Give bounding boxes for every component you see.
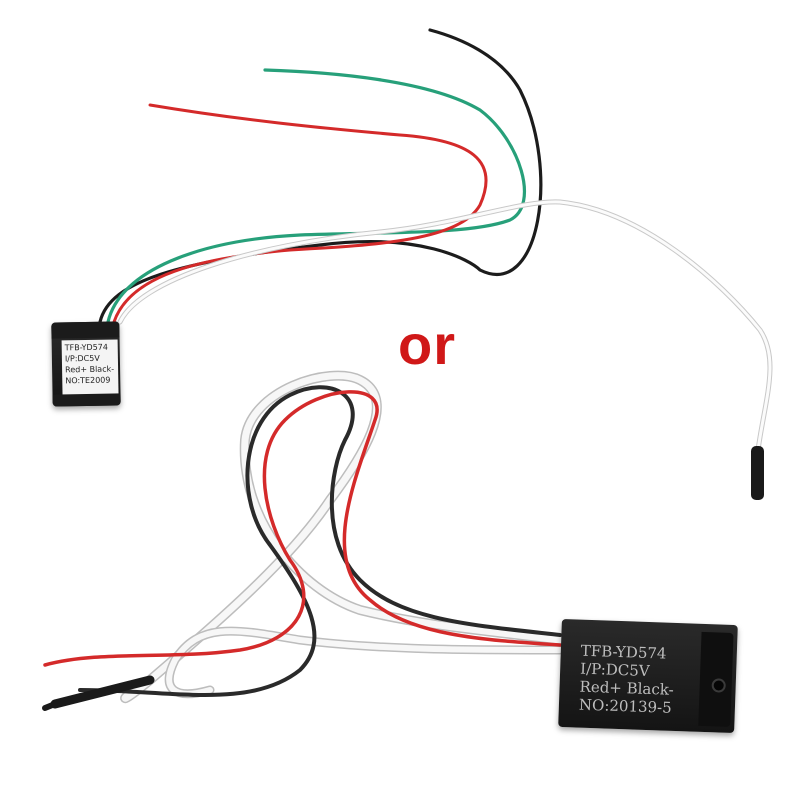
top-module-cap (51, 321, 120, 339)
bottom-module: TFB-YD574 I/P:DC5V Red+ Black- NO:20139-… (558, 618, 738, 734)
top-module-base (52, 393, 121, 407)
top-red-wire (112, 103, 488, 324)
bottom-module-label: TFB-YD574 I/P:DC5V Red+ Black- NO:20139-… (579, 642, 676, 717)
top-white-wire (118, 200, 772, 452)
top-wire-bundle (98, 28, 773, 500)
top-module-label-line: I/P:DC5V (64, 353, 100, 364)
top-sensor-tip (751, 446, 764, 500)
top-module-label-line: NO:TE2009 (65, 375, 111, 386)
top-module-label: TFB-YD574 I/P:DC5V Red+ Black- NO:TE2009 (61, 339, 119, 397)
bottom-red-wire (43, 390, 562, 667)
bottom-module-label-line: NO:20139-5 (578, 695, 673, 717)
bottom-wire-bundle (42, 370, 565, 711)
top-green-wire (106, 68, 526, 324)
top-module: TFB-YD574 I/P:DC5V Red+ Black- NO:TE2009 (51, 321, 121, 407)
bottom-black-wire (78, 385, 562, 697)
bottom-sensor-probe (50, 675, 155, 709)
or-separator-text: or (398, 313, 456, 376)
